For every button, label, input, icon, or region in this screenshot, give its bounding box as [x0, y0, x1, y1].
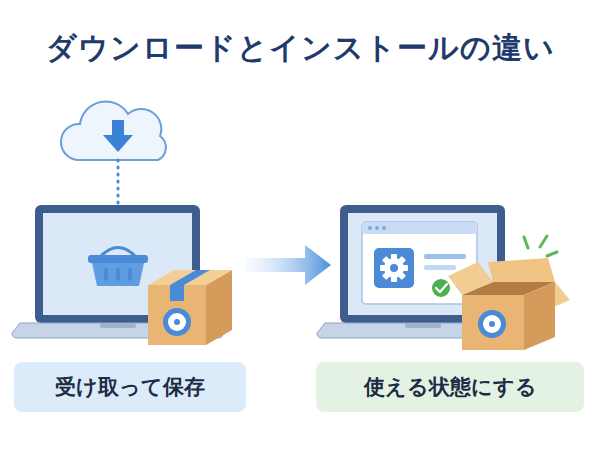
laptop-right-part [405, 323, 441, 328]
app-window-part [436, 284, 447, 292]
closed-box-part [148, 285, 206, 345]
basket-icon-part [116, 268, 120, 281]
label-text: 使える状態にする [364, 373, 537, 401]
sparkle-lines-part [524, 237, 528, 248]
closed-box-part [170, 270, 210, 285]
cloud-icon-part [112, 120, 124, 136]
cloud-icon [61, 101, 166, 160]
app-window-part [432, 279, 450, 297]
sparkle-lines-part [540, 236, 547, 247]
basket-icon-part [128, 268, 132, 281]
sparkle-lines-part [547, 252, 557, 256]
app-window-part [382, 256, 406, 280]
laptop-left-part [100, 323, 136, 328]
open-box-part [448, 262, 493, 295]
closed-box-part [174, 319, 180, 325]
open-box-part [489, 321, 495, 327]
flow-arrow [245, 245, 331, 285]
label-box: 受け取って保存 [14, 362, 246, 412]
closed-box [148, 270, 232, 345]
basket-icon [88, 248, 148, 287]
open-box-part [524, 282, 555, 350]
basket-icon-part [104, 268, 108, 281]
open-box-part [483, 315, 501, 333]
app-window-part [368, 226, 372, 230]
app-window-part [384, 258, 404, 278]
closed-box-part [170, 285, 184, 301]
basket-icon-part [88, 255, 148, 263]
cloud-icon-part [103, 135, 133, 152]
app-window-part [382, 226, 386, 230]
label-box: 使える状態にする [316, 362, 584, 412]
cloud-icon-part [61, 101, 166, 160]
open-box-part [488, 258, 555, 282]
app-window-part [390, 264, 398, 272]
basket-icon-part [92, 263, 144, 286]
app-window-part [374, 248, 414, 288]
closed-box-part [168, 313, 186, 331]
open-box-part [478, 310, 506, 338]
closed-box-part [163, 308, 191, 336]
closed-box-part [148, 270, 232, 285]
flow-arrow-part [245, 245, 331, 285]
open-box-part [462, 295, 524, 350]
app-window-part [375, 226, 379, 230]
open-box [448, 258, 570, 350]
app-window-part [382, 256, 406, 280]
diagram-title: ダウンロードとインストールの違い [0, 28, 600, 69]
app-window-part [424, 265, 456, 270]
sparkle-lines [524, 236, 557, 256]
app-window-part [424, 254, 466, 259]
app-window-part [362, 222, 477, 234]
label-text: 受け取って保存 [55, 373, 205, 401]
